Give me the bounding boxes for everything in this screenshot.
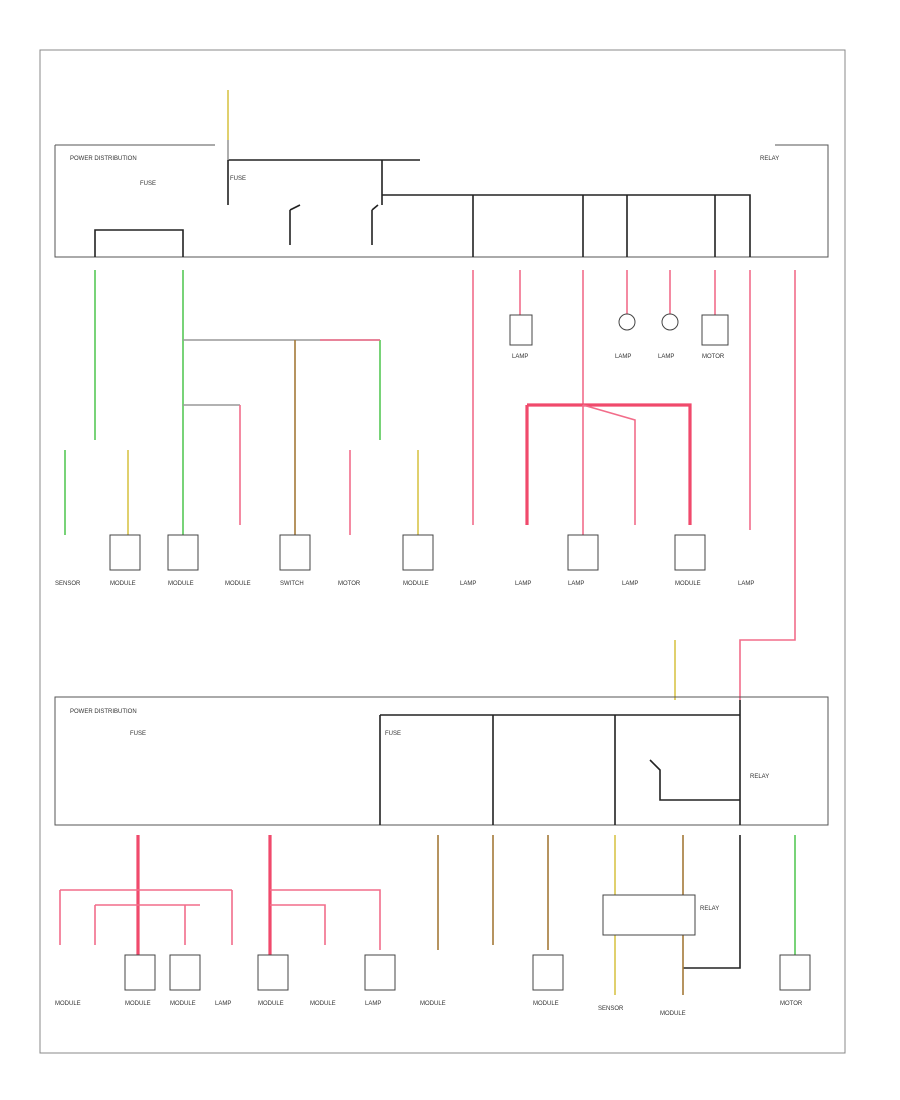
outer-frame bbox=[39, 49, 846, 1054]
bottom-component-row: MODULE MODULE MODULE LAMP MODULE MODULE … bbox=[55, 894, 811, 1017]
bottom-fuse-label-2: FUSE bbox=[385, 731, 401, 737]
bottom-comp-label-7: LAMP bbox=[365, 1001, 381, 1007]
bottom-comp-label-1: MODULE bbox=[55, 1001, 81, 1007]
bottom-output-wires bbox=[59, 835, 796, 995]
top-fuse-label-1: FUSE bbox=[140, 181, 156, 187]
bottom-fuse-label-1: FUSE bbox=[130, 731, 146, 737]
bottom-comp-label-10: MODULE bbox=[533, 1001, 559, 1007]
bottom-comp-label-3: MODULE bbox=[170, 1001, 196, 1007]
bottom-comp-label-13: MOTOR bbox=[780, 1001, 803, 1007]
bottom-comp-label-4: LAMP bbox=[215, 1001, 231, 1007]
middle-component-row: SENSOR MODULE MODULE MODULE SWITCH MOTOR… bbox=[55, 534, 754, 587]
bottom-box-title: POWER DISTRIBUTION bbox=[70, 709, 137, 715]
mid-comp-label-2: MODULE bbox=[110, 581, 136, 587]
bottom-comp-label-8: MODULE bbox=[420, 1001, 446, 1007]
mid-comp-label-11: LAMP bbox=[622, 581, 638, 587]
top-box-title: POWER DISTRIBUTION bbox=[70, 156, 137, 162]
bottom-power-distribution-box: POWER DISTRIBUTION FUSE FUSE RELAY bbox=[54, 696, 829, 826]
top-comp-label-4: MOTOR bbox=[702, 354, 725, 360]
top-relay-label: RELAY bbox=[760, 156, 779, 162]
top-power-distribution-box: POWER DISTRIBUTION FUSE FUSE RELAY bbox=[54, 144, 829, 258]
top-comp-label-1: LAMP bbox=[512, 354, 528, 360]
mid-comp-label-7: MODULE bbox=[403, 581, 429, 587]
bottom-comp-label-5: MODULE bbox=[258, 1001, 284, 1007]
top-component-row: LAMP LAMP LAMP MOTOR bbox=[509, 313, 729, 360]
bottom-comp-label-12: MODULE bbox=[660, 1011, 686, 1017]
mid-comp-label-1: SENSOR bbox=[55, 581, 81, 587]
mid-comp-label-3: MODULE bbox=[168, 581, 194, 587]
mid-comp-label-5: SWITCH bbox=[280, 581, 304, 587]
bottom-relay-label: RELAY bbox=[750, 774, 769, 780]
mid-comp-label-6: MOTOR bbox=[338, 581, 361, 587]
mid-comp-label-10: LAMP bbox=[568, 581, 584, 587]
top-box-output-wires bbox=[94, 270, 796, 700]
top-fuse-label-2: FUSE bbox=[230, 176, 246, 182]
mid-comp-label-12: MODULE bbox=[675, 581, 701, 587]
bottom-comp-label-11: SENSOR bbox=[598, 1006, 624, 1012]
mid-comp-label-4: MODULE bbox=[225, 581, 251, 587]
top-comp-label-2: LAMP bbox=[615, 354, 631, 360]
middle-branch-wires bbox=[64, 339, 692, 535]
top-comp-label-3: LAMP bbox=[658, 354, 674, 360]
bottom-comp-label-2: MODULE bbox=[125, 1001, 151, 1007]
mid-comp-label-8: LAMP bbox=[460, 581, 476, 587]
mid-comp-label-13: LAMP bbox=[738, 581, 754, 587]
mid-comp-label-9: LAMP bbox=[515, 581, 531, 587]
bottom-comp-label-6: MODULE bbox=[310, 1001, 336, 1007]
bottom-comp-label-9: RELAY bbox=[700, 906, 719, 912]
